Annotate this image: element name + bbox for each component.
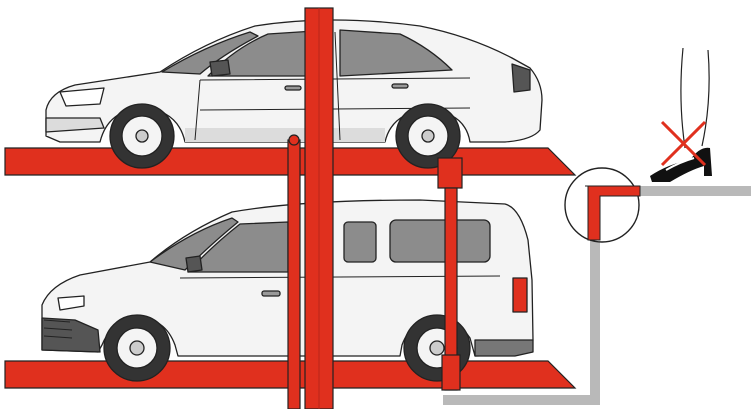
- magnifier-circle-icon: [565, 168, 640, 242]
- prohibited-cross-icon: [662, 122, 705, 165]
- hydraulic-cylinder-left: [288, 135, 300, 409]
- lift-post-main: [305, 8, 333, 409]
